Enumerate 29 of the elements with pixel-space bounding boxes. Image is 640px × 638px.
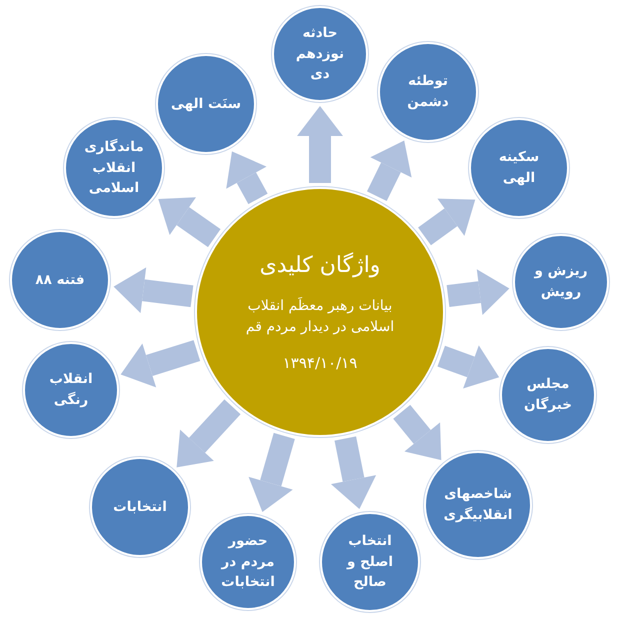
circle-heading: واژگان کلیدی bbox=[260, 252, 380, 278]
block-arrow bbox=[297, 106, 343, 183]
topic-label: فتنه ۸۸ bbox=[34, 270, 86, 290]
block-arrow bbox=[437, 345, 500, 389]
block-arrow bbox=[366, 140, 412, 202]
block-arrow bbox=[330, 436, 376, 510]
block-arrow bbox=[393, 404, 442, 460]
topic-label: انتخابات bbox=[112, 498, 168, 517]
topic-label: ماندگاری انقلاب اسلامی bbox=[83, 138, 145, 198]
topic-label: سنَت الهی bbox=[170, 94, 242, 114]
topic-label: حادثه نوزدهم دی bbox=[294, 24, 346, 84]
block-arrow bbox=[120, 340, 200, 388]
topic-label: انتخاب اصلح و صالح bbox=[346, 532, 394, 592]
block-arrow bbox=[176, 399, 241, 468]
topic-label: سکینه الهی bbox=[498, 148, 540, 188]
block-arrow bbox=[114, 267, 194, 314]
block-arrow bbox=[158, 197, 221, 248]
topic-label: انقلاب رنگی bbox=[48, 370, 94, 410]
topic-label: ریزش و رویش bbox=[533, 262, 588, 302]
topic-label: شاخصهای انقلابیگری bbox=[442, 485, 514, 525]
block-arrow bbox=[418, 198, 476, 246]
block-arrow bbox=[226, 151, 268, 204]
block-arrow bbox=[446, 269, 510, 315]
topic-label: حضور مردم در انتخابات bbox=[220, 532, 276, 592]
topic-label: مجلس خبرگان bbox=[522, 375, 574, 415]
date-text: ۱۳۹۴/۱۰/۱۹ bbox=[282, 354, 358, 372]
circle-subtitle: بیانات رهبر معظَم انقلاب اسلامی در دیدار مردم قم bbox=[244, 296, 396, 336]
block-arrow bbox=[248, 432, 295, 512]
topic-label: توطئه دشمن bbox=[406, 72, 450, 112]
